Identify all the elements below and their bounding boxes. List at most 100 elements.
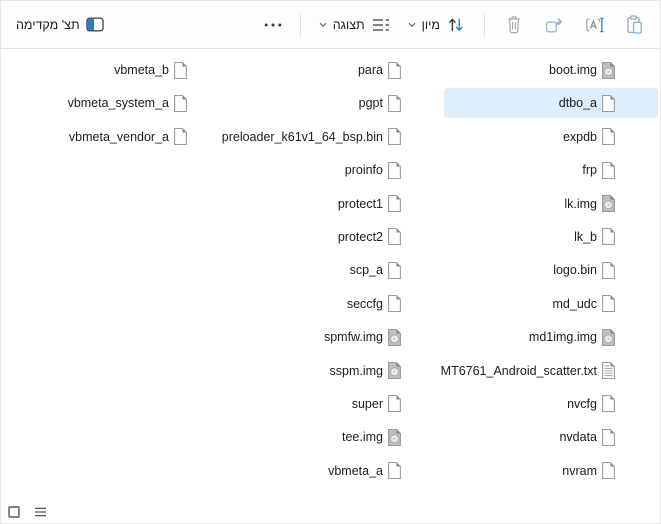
file-item[interactable]: lk_b bbox=[444, 222, 658, 252]
paste-button[interactable] bbox=[614, 8, 654, 42]
file-name: md1img.img bbox=[528, 330, 597, 345]
blank-file-icon bbox=[173, 127, 188, 146]
file-item[interactable]: protect2 bbox=[230, 222, 444, 252]
share-button[interactable] bbox=[534, 8, 574, 42]
file-item[interactable]: para bbox=[230, 55, 444, 85]
blank-file-icon bbox=[601, 227, 616, 246]
see-more-ellipsis-icon bbox=[264, 23, 282, 27]
file-name: nvram bbox=[562, 463, 597, 478]
blank-file-icon bbox=[387, 194, 402, 213]
file-item[interactable]: vbmeta_system_a bbox=[16, 88, 230, 118]
file-item[interactable]: preloader_k61v1_64_bsp.bin bbox=[222, 122, 444, 152]
blank-file-icon bbox=[387, 294, 402, 313]
disc-image-file-icon bbox=[601, 328, 616, 347]
file-name: vbmeta_system_a bbox=[67, 96, 169, 111]
sort-button[interactable]: מיון bbox=[399, 8, 475, 42]
file-item[interactable]: scp_a bbox=[230, 255, 444, 285]
file-name: nvdata bbox=[559, 430, 597, 445]
blank-file-icon bbox=[601, 294, 616, 313]
blank-file-icon bbox=[601, 428, 616, 447]
file-name: seccfg bbox=[346, 296, 383, 311]
share-icon bbox=[544, 15, 564, 35]
file-item[interactable]: sspm.img bbox=[230, 356, 444, 386]
thumbnail-view-button[interactable] bbox=[6, 504, 22, 520]
file-item[interactable]: spmfw.img bbox=[230, 322, 444, 352]
chevron-down-icon bbox=[408, 22, 416, 28]
toolbar-divider bbox=[299, 13, 301, 36]
blank-file-icon bbox=[601, 261, 616, 280]
file-name: nvcfg bbox=[567, 396, 597, 411]
blank-file-icon bbox=[173, 61, 188, 80]
file-name: proinfo bbox=[344, 163, 383, 178]
file-name: vbmeta_b bbox=[114, 63, 169, 77]
file-item[interactable]: nvdata bbox=[444, 422, 658, 452]
blank-file-icon bbox=[387, 61, 402, 80]
disc-image-file-icon bbox=[387, 328, 402, 347]
file-item[interactable]: expdb bbox=[444, 122, 658, 152]
file-name: expdb bbox=[562, 129, 597, 144]
file-name: spmfw.img bbox=[323, 330, 383, 345]
file-name: tee.img bbox=[342, 430, 383, 445]
blank-file-icon bbox=[387, 127, 402, 146]
file-name: protect1 bbox=[337, 196, 383, 211]
disc-image-file-icon bbox=[387, 361, 402, 380]
file-name: lk.img bbox=[564, 196, 597, 211]
file-name: md_udc bbox=[552, 296, 597, 311]
delete-button[interactable] bbox=[494, 8, 534, 42]
blank-file-icon bbox=[387, 461, 402, 480]
file-item[interactable]: vbmeta_b bbox=[16, 55, 230, 85]
file-item[interactable]: boot.img bbox=[444, 55, 658, 85]
paste-icon bbox=[625, 14, 644, 35]
sort-arrows-icon bbox=[446, 15, 466, 34]
view-label: תצוגה bbox=[332, 17, 365, 32]
file-item[interactable]: md1img.img bbox=[444, 322, 658, 352]
file-item[interactable]: dtbo_a bbox=[444, 88, 658, 119]
file-name: boot.img bbox=[549, 63, 597, 77]
file-item[interactable]: frp bbox=[444, 155, 658, 185]
file-item[interactable]: md_udc bbox=[444, 289, 658, 319]
disc-image-file-icon bbox=[601, 194, 616, 213]
rename-button[interactable] bbox=[574, 8, 614, 42]
chevron-down-icon bbox=[319, 22, 327, 28]
file-name: vbmeta_vendor_a bbox=[68, 129, 169, 144]
blank-file-icon bbox=[173, 94, 188, 113]
rename-icon bbox=[584, 16, 605, 34]
sort-label: מיון bbox=[421, 17, 440, 32]
file-item[interactable]: seccfg bbox=[230, 289, 444, 319]
file-item[interactable]: super bbox=[230, 389, 444, 419]
toolbar-divider bbox=[484, 13, 485, 36]
file-name: para bbox=[357, 63, 383, 77]
file-item[interactable]: tee.img bbox=[230, 422, 444, 452]
file-item[interactable]: proinfo bbox=[230, 155, 444, 185]
file-name: super bbox=[351, 396, 383, 411]
preview-pane-label: תצ' מקדימה bbox=[16, 17, 80, 32]
file-item[interactable]: pgpt bbox=[230, 88, 444, 118]
file-item[interactable]: nvcfg bbox=[444, 389, 658, 419]
view-list-icon bbox=[371, 18, 390, 32]
file-item[interactable]: protect1 bbox=[230, 189, 444, 219]
view-button[interactable]: תצוגה bbox=[310, 8, 399, 42]
details-list-view-button[interactable] bbox=[32, 504, 48, 520]
blank-file-icon bbox=[387, 94, 402, 113]
blank-file-icon bbox=[601, 394, 616, 413]
file-item[interactable]: vbmeta_a bbox=[230, 456, 444, 486]
text-file-icon bbox=[601, 361, 616, 380]
file-column-left: vbmeta_b vbmeta_system_a vbmeta_vendor_a bbox=[16, 55, 230, 155]
trash-icon bbox=[505, 15, 523, 35]
blank-file-icon bbox=[601, 461, 616, 480]
preview-pane-toggle-button[interactable]: תצ' מקדימה bbox=[7, 8, 113, 42]
file-item[interactable]: logo.bin bbox=[444, 255, 658, 285]
disc-image-file-icon bbox=[601, 61, 616, 80]
file-item[interactable]: lk.img bbox=[444, 189, 658, 219]
file-item[interactable]: vbmeta_vendor_a bbox=[16, 122, 230, 152]
blank-file-icon bbox=[387, 261, 402, 280]
file-name: protect2 bbox=[337, 229, 383, 244]
file-name: vbmeta_a bbox=[328, 463, 383, 478]
file-name: logo.bin bbox=[553, 263, 597, 278]
file-item[interactable]: nvram bbox=[444, 456, 658, 486]
file-list-area: boot.img dtbo_a expdb frp lk.img lk_b lo… bbox=[1, 50, 660, 501]
see-more-button[interactable] bbox=[255, 8, 291, 42]
file-item[interactable]: MT6761_Android_scatter.txt bbox=[441, 356, 658, 386]
status-bar bbox=[1, 501, 660, 523]
